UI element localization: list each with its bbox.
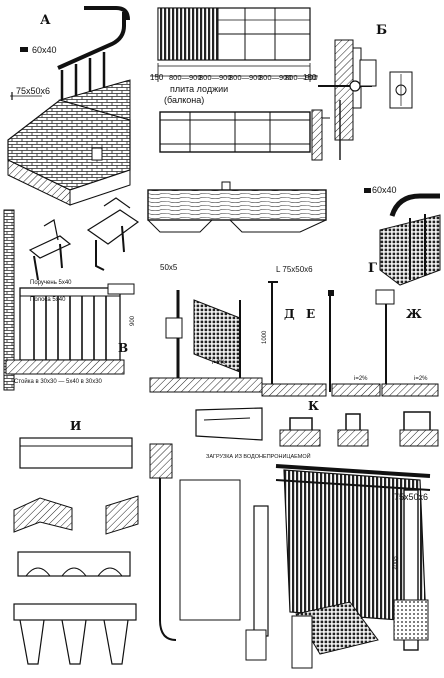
label-section-g: Г	[368, 261, 377, 276]
slope-2: i=2%	[354, 376, 368, 382]
plan-view-railing	[150, 7, 318, 82]
tube-marker-g-icon	[364, 188, 371, 193]
dim-900: 900	[130, 315, 136, 326]
note-rail-mid: Полоса 5x40	[30, 297, 66, 303]
section-b-anchor-detail	[311, 39, 413, 161]
label-tube-60x40-g: 60x40	[372, 185, 397, 195]
label-section-i: И	[70, 419, 81, 433]
label-section-a: А	[40, 13, 51, 28]
dim-150-right: 150	[303, 73, 317, 82]
timber-handrail-beam	[147, 181, 327, 233]
label-angle-75x50x6: 75x50x6	[16, 86, 50, 96]
label-section-v: В	[118, 341, 128, 355]
section-k-capping-details	[279, 411, 439, 447]
slope-1: i=2%	[212, 360, 226, 366]
label-strip-50x5: 50x5	[160, 263, 178, 272]
sections-d-e-zh	[261, 281, 439, 397]
section-g-corner-detail	[364, 188, 441, 286]
tube-marker-icon	[20, 47, 28, 52]
section-v-railing-elevation	[5, 283, 135, 375]
note-rail-bottom: Стойка в 30x30 — 5x40 в 30x30	[14, 378, 103, 385]
note-gasket: ЗАГРУЗКА ИЗ ВОДОНЕПРОНИЦАЕМОЙ	[206, 452, 311, 460]
elevation-railing-frame	[159, 111, 311, 153]
label-section-k: К	[308, 399, 319, 413]
dim-span-3: 800—900	[229, 73, 262, 82]
note-rail-top: Поручень 5x40	[30, 280, 72, 286]
slab-label-line1: плита лоджии	[170, 84, 228, 94]
dim-150-left: 150	[150, 73, 164, 82]
label-angle-bottom: 75x50x6	[394, 492, 428, 502]
mesh-panel-detail	[149, 290, 263, 393]
label-section-zh: Ж	[406, 307, 422, 321]
dim-span-4: 800—900	[259, 73, 292, 82]
dim-span-2: 800—900	[199, 73, 232, 82]
label-section-d: Д	[284, 307, 295, 321]
dim-1000: 1000	[262, 330, 268, 344]
label-section-e: Е	[306, 307, 315, 321]
label-tube-60x40: 60x40	[32, 45, 57, 55]
dim-span-1: 800—900	[169, 73, 202, 82]
section-i-profiles	[13, 437, 139, 665]
dim-1000-b: 1000	[392, 556, 400, 571]
dim-span-5: 800—900	[285, 73, 318, 82]
slab-label-line2: (балкона)	[164, 95, 204, 105]
vertical-batten-screen	[275, 464, 431, 669]
section-a-brick-parapet	[7, 6, 131, 206]
label-angle-d: L 75x50x6	[276, 265, 313, 274]
label-section-b: Б	[376, 23, 387, 38]
bracket-details	[3, 197, 140, 391]
slope-3: i=2%	[414, 376, 428, 382]
gasket-profile-details	[149, 407, 269, 661]
